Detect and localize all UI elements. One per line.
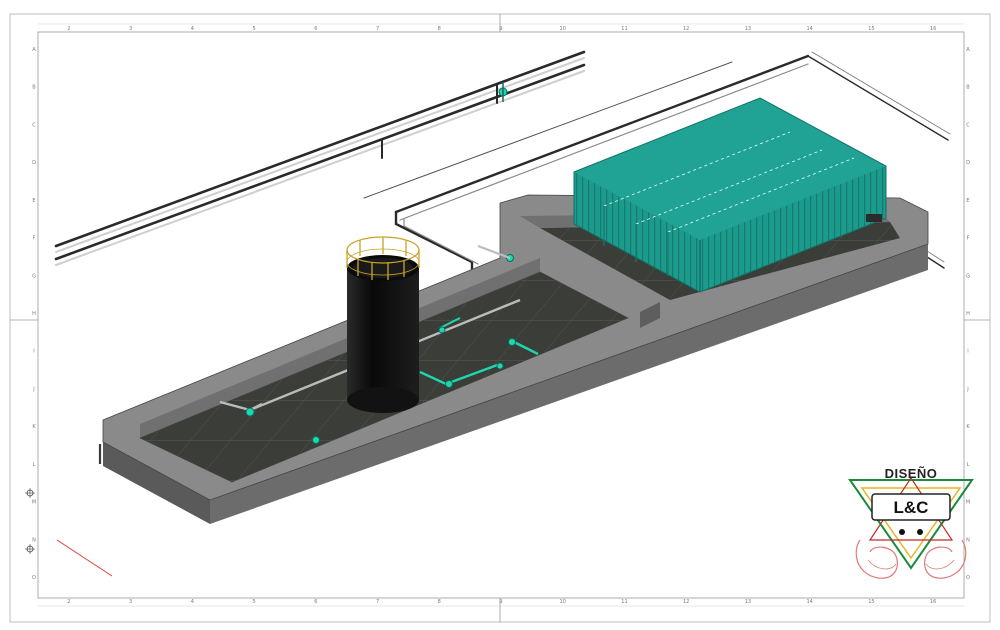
frame-tick-label: E [966,198,969,204]
frame-tick-label: 8 [438,599,441,605]
frame-tick-label: N [966,537,970,543]
frame-tick-label: F [967,236,970,242]
frame-tick-label: B [966,85,970,91]
frame-tick-label: E [32,198,35,204]
frame-tick-label: 2 [67,26,70,32]
frame-tick-label: 7 [376,599,379,605]
tank-railing [346,236,420,280]
frame-tick-label: 8 [438,26,441,32]
sheet-frame: 2 3 4 5 6 7 8 9 10 11 12 13 14 15 16 2 3 4 5 6 7 8 9 10 11 12 13 1… [9,13,991,623]
valve-icon [508,338,516,346]
equipment-box [866,214,882,222]
frame-tick-label: D [966,160,970,166]
frame-tick-label: 13 [745,26,751,32]
frame-tick-label: I [33,349,34,355]
frame-tick-label: C [966,122,970,128]
logo-top-text: DISEÑO [885,466,938,481]
frame-tick-label: 3 [129,599,132,605]
frame-tick-label: L [33,462,36,468]
frame-ticks-left: A B C D E F G H I J K L M N O [32,47,37,581]
frame-ticks-top: 2 3 4 5 6 7 8 9 10 11 12 13 14 15 16 [67,26,936,32]
frame-tick-label: 6 [314,599,317,605]
frame-tick-label: 6 [314,26,317,32]
frame-tick-label: B [32,85,36,91]
valve-icon [438,326,446,334]
frame-tick-label: M [966,500,970,506]
frame-tick-label: 14 [806,26,812,32]
frame-tick-label: 5 [252,599,255,605]
frame-tick-label: G [966,273,970,279]
frame-tick-label: 13 [745,599,751,605]
frame-tick-label: H [966,311,970,317]
frame-tick-label: O [966,575,970,581]
frame-tick-label: A [32,47,36,53]
frame-tick-label: 11 [621,599,627,605]
frame-tick-label: M [32,500,36,506]
frame-tick-label: 7 [376,26,379,32]
frame-tick-label: 14 [806,599,812,605]
frame-tick-label: K [966,424,970,430]
valve-icon [496,362,504,370]
frame-tick-label: 12 [683,599,689,605]
frame-tick-label: 10 [560,599,566,605]
frame-tick-label: 10 [560,26,566,32]
frame-tick-label: 4 [191,599,194,605]
frame-ticks-bottom: 2 3 4 5 6 7 8 9 10 11 12 13 14 15 16 [67,599,936,605]
frame-ticks-right: A B C D E F G H I J K L M N O [966,47,971,581]
valve-icon [245,407,255,417]
frame-tick-label: C [32,122,36,128]
frame-tick-label: D [32,160,36,166]
frame-tick-label: 16 [930,599,936,605]
frame-tick-label: K [32,424,36,430]
crosshair-marker-icon [25,488,35,498]
axis-indicator-line [56,539,113,577]
pipe-rack [54,50,951,272]
valve-icon [498,82,508,102]
frame-tick-label: 4 [191,26,194,32]
frame-tick-label: A [966,47,970,53]
frame-tick-label: F [33,236,36,242]
valve-icon [445,380,453,388]
company-logo: DISEÑO L&C [848,466,974,579]
frame-tick-label: 9 [499,599,502,605]
frame-tick-label: 15 [868,26,874,32]
frame-tick-label: 2 [67,599,70,605]
frame-tick-label: 5 [252,26,255,32]
frame-tick-label: O [32,575,36,581]
frame-tick-label: H [32,311,36,317]
crosshair-marker-icon [25,544,35,554]
frame-tick-label: 12 [683,26,689,32]
frame-tick-label: 15 [868,599,874,605]
frame-tick-label: G [32,273,36,279]
roofed-shed[interactable] [573,97,887,293]
frame-tick-label: 11 [621,26,627,32]
valve-icon [312,436,320,444]
frame-tick-label: J [32,386,34,392]
storage-tank[interactable] [347,255,419,413]
frame-tick-label: 9 [499,26,502,32]
frame-tick-label: N [32,537,36,543]
frame-tick-label: 3 [129,26,132,32]
frame-tick-label: L [967,462,970,468]
frame-tick-label: I [967,349,968,355]
logo-main-text: L&C [894,498,929,517]
feed-pipe [477,244,511,260]
frame-tick-label: 16 [930,26,936,32]
frame-tick-label: J [966,386,968,392]
